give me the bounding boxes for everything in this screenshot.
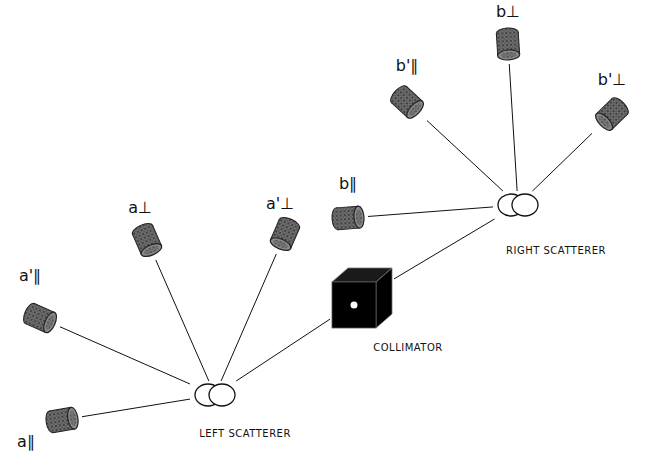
component-label: LEFT SCATTERER [199,428,291,439]
detector: b∥ [328,198,368,238]
scatterer-symbol [190,381,240,409]
detector-symbol [42,400,82,440]
detector-label: b⊥ [496,3,520,21]
detector-label: a'⊥ [266,195,294,213]
detector-symbol [387,82,427,122]
beam-line [82,399,190,417]
component-label: COLLIMATOR [373,342,443,353]
scatterer: RIGHT SCATTERER [493,191,543,219]
beam-line [236,319,330,381]
detector-symbol [488,24,528,64]
detector: a'⊥ [265,214,305,254]
beam-line [509,64,517,191]
component-label: RIGHT SCATTERER [506,245,606,256]
detector: b'∥ [387,82,427,122]
detector-label: b'⊥ [598,71,627,89]
beam-line [368,207,493,217]
scatterer: LEFT SCATTERER [190,381,240,409]
detector: a∥ [42,400,82,440]
beam-line [532,133,592,191]
detector-symbol [127,220,167,260]
beam-line [156,260,209,381]
beam-line [427,121,503,191]
beam-line [60,327,190,384]
detector-label: b'∥ [396,57,419,75]
detector: b'⊥ [592,94,632,134]
detector-label: a'∥ [19,267,41,285]
detector-label: a⊥ [128,199,152,217]
detector: a⊥ [127,220,167,260]
detector: b⊥ [488,24,528,64]
detector-symbol [20,298,60,338]
beam-line [221,254,276,381]
scatterer-symbol [493,191,543,219]
detector-symbol [265,214,305,254]
beam-line [394,219,495,279]
detector-label: b∥ [339,175,357,193]
collimator: COLLIMATOR [330,267,394,329]
collimator-symbol [330,267,394,329]
detector: a'∥ [20,298,60,338]
detector-symbol [592,94,632,134]
detector-symbol [328,198,368,238]
detector-label: a∥ [17,433,35,451]
